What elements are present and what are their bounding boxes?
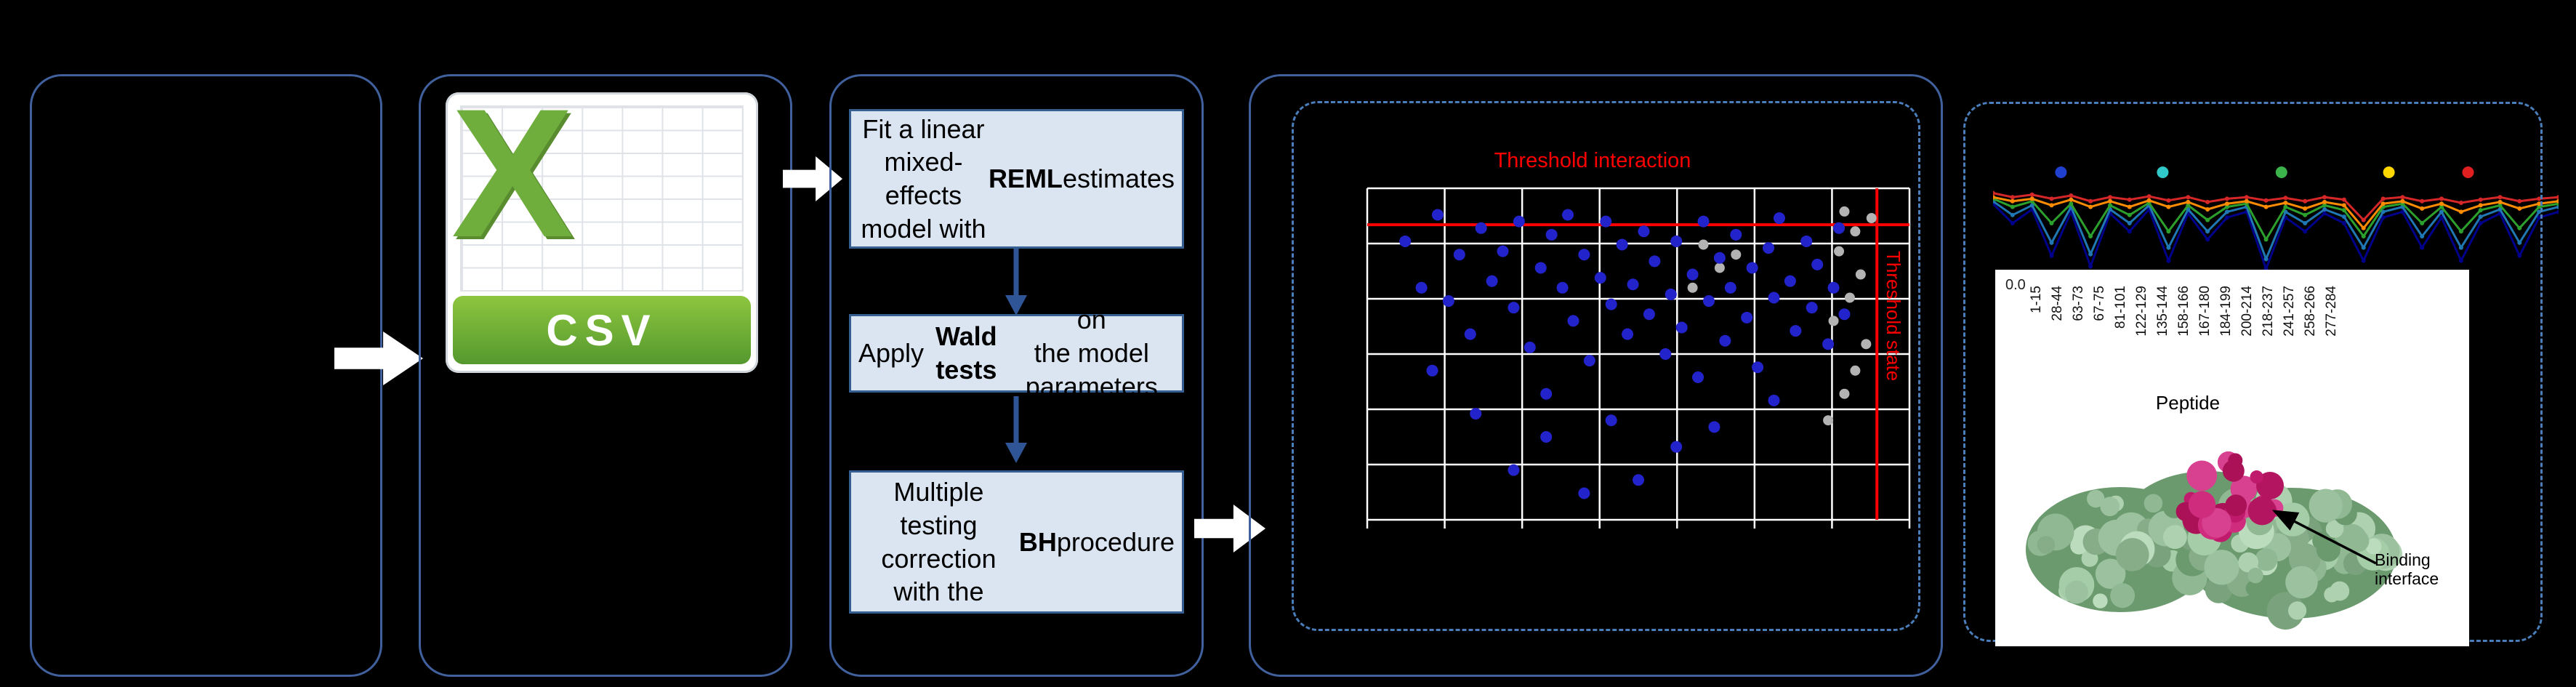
peptide-tick-label: 184-199 <box>2218 286 2234 337</box>
flow-step-text: estimates <box>1062 164 1175 194</box>
peptide-tick-label: 63-73 <box>2071 286 2086 321</box>
protein-structure-image <box>2011 419 2407 637</box>
peptide-results-card: 0.0 1-15 28-44 63-73 67-75 81-101 122-129 135-… <box>1995 270 2469 646</box>
peptide-tick-label: 158-166 <box>2176 286 2191 337</box>
excel-x-logo: X <box>451 71 574 276</box>
panel-threshold-plot: Threshold interaction Threshold state <box>1249 74 1943 677</box>
csv-label: CSV <box>546 305 658 355</box>
peptide-tick-label: 1-15 <box>2029 286 2044 314</box>
panel-csv-file: X CSV <box>419 74 792 677</box>
peptide-tick-label: 67-75 <box>2092 286 2107 321</box>
panel-peptide-results: 0.0 1-15 28-44 63-73 67-75 81-101 122-129 135-… <box>1963 102 2543 646</box>
csv-banner: CSV <box>453 296 751 364</box>
peptide-tick-label: 28-44 <box>2050 286 2065 321</box>
peptide-tick-label: 277-284 <box>2324 286 2339 337</box>
flow-step-wald: Apply Wald tests on the model parameters <box>849 305 1184 401</box>
flow-step-reml: Fit a linear mixed- effects model with R… <box>849 109 1184 249</box>
panel-model-workflow: Fit a linear mixed- effects model with R… <box>829 74 1204 677</box>
peptide-tick-label: 135-144 <box>2155 286 2170 337</box>
spreadsheet-grid <box>460 105 744 292</box>
flow-step-text: Multiple testing correction with the <box>881 477 997 607</box>
down-arrow-icon <box>1002 249 1031 316</box>
peptide-tick-labels: 1-15 28-44 63-73 67-75 81-101 122-129 135-144 1… <box>2029 286 2345 337</box>
uptake-line-chart <box>1991 161 2561 278</box>
y-axis-tick-label: 0.0 <box>2005 277 2026 293</box>
flow-step-text: procedure <box>1056 526 1175 557</box>
peptide-tick-label: 218-237 <box>2261 286 2276 337</box>
scatter-dashed-frame <box>1292 101 1920 631</box>
peptide-tick-label: 167-180 <box>2197 286 2213 337</box>
csv-file-icon: X CSV <box>446 82 758 373</box>
panel-1 <box>30 74 382 677</box>
flow-step-text: Apply <box>858 338 925 369</box>
scatter-right-label: Threshold state <box>1883 251 1904 382</box>
flow-step-bold: Wald tests <box>935 321 997 385</box>
flow-step-text: Fit a linear mixed- effects model with <box>861 113 986 244</box>
peptide-tick-label: 122-129 <box>2134 286 2149 337</box>
flow-step-bh: Multiple testing correction with the BH … <box>849 470 1184 614</box>
scatter-title: Threshold interaction <box>1494 149 1691 172</box>
threshold-scatter-plot <box>1366 187 1911 531</box>
peptide-tick-label: 200-214 <box>2239 286 2255 337</box>
peptide-axis-label: Peptide <box>2155 392 2221 414</box>
flow-step-bold: REML <box>988 164 1063 194</box>
peptide-tick-label: 258-266 <box>2303 286 2318 337</box>
peptide-tick-label: 81-101 <box>2113 286 2128 329</box>
peptide-tick-label: 241-257 <box>2282 286 2297 337</box>
binding-interface-label: Binding interface <box>2375 550 2439 589</box>
down-arrow-icon <box>1002 396 1031 463</box>
flow-step-bold: BH <box>1018 526 1057 557</box>
flow-step-text: on the model parameters <box>1025 305 1158 401</box>
